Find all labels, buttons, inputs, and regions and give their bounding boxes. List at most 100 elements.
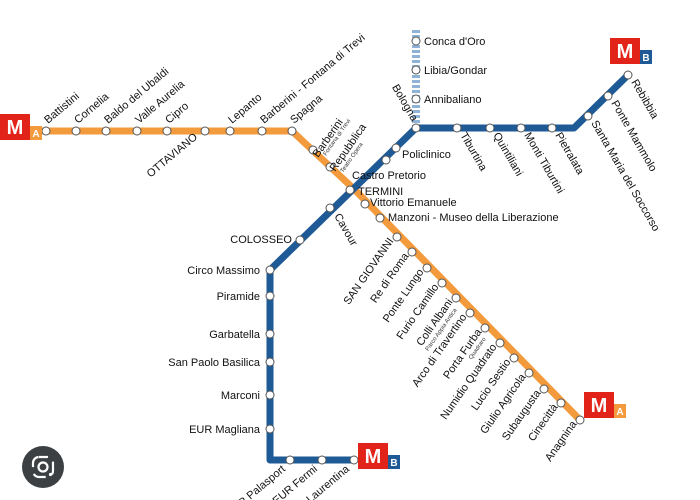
station-dot[interactable] xyxy=(480,323,490,333)
station-label: Castro Pretorio xyxy=(352,170,426,182)
branch-dash xyxy=(412,105,420,108)
station-dot[interactable] xyxy=(465,308,475,318)
station-dot[interactable] xyxy=(411,36,421,46)
metro-logo-red xyxy=(610,38,640,64)
metro-letter: M xyxy=(591,395,608,417)
branch-dash xyxy=(412,120,420,123)
line-a-letter-box xyxy=(30,126,42,140)
station-dot[interactable] xyxy=(495,338,505,348)
metro-letter: M xyxy=(365,446,382,468)
station-dot[interactable] xyxy=(41,126,51,136)
station-dot[interactable] xyxy=(422,263,432,273)
station-dot[interactable] xyxy=(265,291,275,301)
station-label: Barberini - Fontana di Trevi xyxy=(258,32,367,126)
station-dot[interactable] xyxy=(437,278,447,288)
station-dot[interactable] xyxy=(375,213,385,223)
station-dot[interactable] xyxy=(509,353,519,363)
station-dot[interactable] xyxy=(451,293,461,303)
station-dot[interactable] xyxy=(516,123,526,133)
station-dot[interactable] xyxy=(265,357,275,367)
station-label: Libia/Gondar xyxy=(424,65,487,77)
station-dot[interactable] xyxy=(547,123,557,133)
station-label: COLOSSEO xyxy=(230,234,292,246)
station-label: Santa Maria del Soccorso xyxy=(588,119,661,234)
station-dot[interactable] xyxy=(325,162,335,172)
station-dot[interactable] xyxy=(583,111,593,121)
station-dot[interactable] xyxy=(308,145,318,155)
station-label: Tiburtina xyxy=(457,131,489,174)
station-label: Lepanto xyxy=(226,92,264,127)
metro-letter: M xyxy=(7,117,24,139)
station-label: Pietralata xyxy=(552,131,586,178)
station-dot[interactable] xyxy=(101,126,111,136)
branch-dash xyxy=(412,30,420,33)
station-dot[interactable] xyxy=(225,126,235,136)
metro-logo-red xyxy=(584,392,614,418)
station-label: Quintiliani xyxy=(490,131,525,179)
station-dot[interactable] xyxy=(325,203,335,213)
station-label: Cipro xyxy=(163,100,191,126)
station-dot[interactable] xyxy=(200,126,210,136)
station-dot[interactable] xyxy=(411,94,421,104)
station-label: Policlinico xyxy=(402,149,451,161)
station-dot[interactable] xyxy=(411,65,421,75)
station-label: Vittorio Emanuele xyxy=(370,197,457,209)
station-label: Manzoni - Museo della Liberazione xyxy=(388,212,559,224)
station-dot[interactable] xyxy=(265,424,275,434)
station-label: Piramide xyxy=(217,291,260,303)
branch-dash xyxy=(412,45,420,48)
station-dot[interactable] xyxy=(317,455,327,465)
metro-letter: M xyxy=(617,41,634,63)
station-dot[interactable] xyxy=(349,455,359,465)
station-dot[interactable] xyxy=(407,247,417,257)
station-dot[interactable] xyxy=(162,126,172,136)
branch-dash xyxy=(412,55,420,58)
station-dot[interactable] xyxy=(623,70,633,80)
station-label: Annibaliano xyxy=(424,94,482,106)
logo-a-west: M A xyxy=(0,114,42,140)
station-dot[interactable] xyxy=(575,415,585,425)
station-dot[interactable] xyxy=(295,235,305,245)
stations-layer xyxy=(41,36,633,465)
station-dot[interactable] xyxy=(485,123,495,133)
station-dot[interactable] xyxy=(539,384,549,394)
station-dot[interactable] xyxy=(71,126,81,136)
station-dot[interactable] xyxy=(603,91,613,101)
line-a-letter-box xyxy=(614,404,626,418)
station-dot[interactable] xyxy=(132,126,142,136)
station-label: OTTAVIANO xyxy=(145,131,200,180)
line-b-letter: B xyxy=(390,458,397,469)
line-b-letter-box xyxy=(388,455,400,469)
station-dot[interactable] xyxy=(556,398,566,408)
station-label: Cavour xyxy=(331,212,359,249)
station-dot[interactable] xyxy=(265,265,275,275)
station-label: EUR Magliana xyxy=(189,424,261,436)
station-dot[interactable] xyxy=(345,185,355,195)
branch-dash xyxy=(412,80,420,83)
station-dot[interactable] xyxy=(391,143,401,153)
station-dot[interactable] xyxy=(411,123,421,133)
station-label: Marconi xyxy=(221,390,260,402)
station-dot[interactable] xyxy=(287,126,297,136)
station-dot[interactable] xyxy=(524,368,534,378)
branch-dash xyxy=(412,115,420,118)
station-dot[interactable] xyxy=(360,199,370,209)
station-label: Garbatella xyxy=(209,329,261,341)
logo-b-south: M B xyxy=(358,443,400,469)
line-b-track xyxy=(266,72,631,464)
station-dot[interactable] xyxy=(257,126,267,136)
station-dot[interactable] xyxy=(392,232,402,242)
station-label: Circo Massimo xyxy=(187,265,260,277)
logo-b-north: M B xyxy=(610,38,652,64)
station-dot[interactable] xyxy=(265,329,275,339)
station-dot[interactable] xyxy=(381,155,391,165)
google-lens-icon[interactable] xyxy=(22,446,64,488)
station-dot[interactable] xyxy=(452,123,462,133)
branch-dash xyxy=(412,60,420,63)
station-dot[interactable] xyxy=(265,390,275,400)
station-dot[interactable] xyxy=(285,455,295,465)
line-a-letter: A xyxy=(616,407,623,418)
